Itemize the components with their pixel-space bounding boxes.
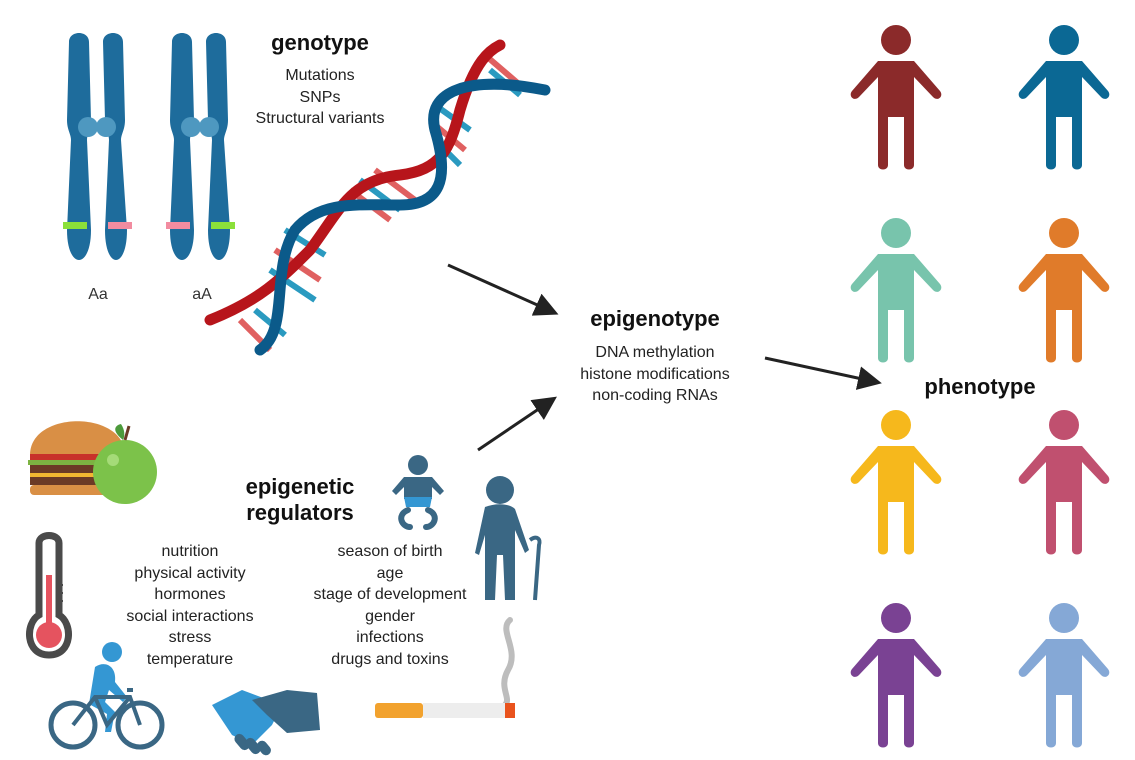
person-icon (850, 410, 942, 555)
chromosome-label-aA: aA (192, 286, 212, 303)
chromosome-label-aa: Aa (88, 286, 108, 303)
chromosome-pair-aa (63, 33, 132, 260)
regulator-item: gender (365, 607, 415, 625)
epigenotype-item: DNA methylation (595, 344, 715, 361)
regulator-item: stage of development (313, 586, 467, 603)
cigarette-icon (375, 617, 515, 718)
epigenotype-title: epigenotype (590, 306, 720, 331)
person-icon (1018, 603, 1110, 748)
phenotype-title: phenotype (924, 374, 1036, 399)
regulator-item: age (376, 564, 404, 582)
elderly-person-icon (475, 476, 542, 601)
person-icon (850, 603, 942, 748)
epigenotype-item: non-coding RNAs (592, 387, 718, 404)
handshake-icon (212, 690, 320, 756)
chromosome-pair-aA (166, 33, 235, 260)
thermometer-icon (26, 532, 72, 659)
regulators-title-line1: epigenetic (245, 474, 355, 499)
regulator-item: stress (168, 629, 212, 646)
genotype-item: SNPs (299, 88, 341, 106)
arrow-epigenotype-to-phenotype (764, 356, 882, 390)
genotype-item: Structural variants (255, 110, 385, 127)
person-icon (1018, 218, 1110, 363)
regulator-item: physical activity (134, 564, 246, 582)
intrinsic-regulators-list: season of birth age stage of development… (290, 541, 490, 670)
epigenotype-list: DNA methylation histone modifications no… (555, 342, 755, 407)
regulator-item: temperature (146, 650, 234, 668)
arrow-regulators-to-epigenotype (477, 396, 557, 452)
person-icon (1018, 410, 1110, 555)
cyclist-icon (48, 642, 165, 750)
regulator-item: nutrition (161, 543, 219, 560)
person-icon (850, 25, 942, 170)
regulators-title-line2: regulators (246, 500, 354, 525)
genotype-list: Mutations SNPs Structural variants (220, 65, 420, 130)
environmental-regulators-list: nutrition physical activity hormones soc… (105, 541, 275, 670)
baby-icon (392, 455, 444, 530)
person-icon (1018, 25, 1110, 170)
regulator-item: season of birth (337, 543, 443, 560)
epigenotype-item: histone modifications (580, 365, 730, 383)
regulator-item: hormones (154, 586, 226, 603)
arrow-genotype-to-epigenotype (447, 263, 559, 316)
regulator-item: drugs and toxins (331, 650, 449, 668)
genotype-title: genotype (271, 30, 369, 55)
person-icon (850, 218, 942, 363)
dna-helix-icon (204, 39, 551, 356)
regulator-item: social interactions (126, 607, 254, 625)
regulators-title: epigenetic regulators (230, 474, 370, 526)
regulator-item: infections (356, 629, 424, 646)
genotype-item: Mutations (285, 67, 355, 84)
burger-apple-icon (28, 421, 157, 504)
